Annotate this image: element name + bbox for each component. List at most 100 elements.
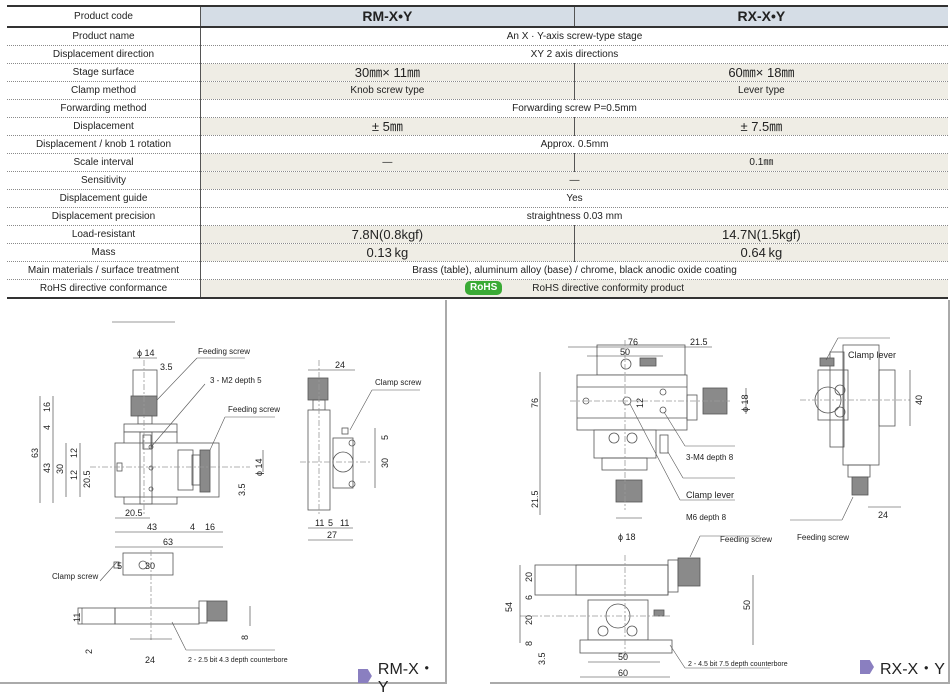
row-label: Sensitivity <box>7 171 201 190</box>
dim: 16 <box>205 522 215 532</box>
dim: 24 <box>145 655 155 665</box>
rx-label-feeding-screw-side: Feeding screw <box>797 533 849 542</box>
rm-label-clamp-screw-side: Clamp screw <box>375 378 421 387</box>
rx-model-label: RX-X・Y <box>880 661 945 678</box>
header-model-rm: RM-X•Y <box>200 5 575 28</box>
row-label: Displacement guide <box>7 189 201 208</box>
row-value-text: Brass (table), aluminum alloy (base) / c… <box>412 265 737 276</box>
row-value-rx: 60㎜× 18㎜ <box>574 63 948 82</box>
dim: 30 <box>55 464 65 474</box>
row-label: Stage surface <box>7 63 201 82</box>
rx-label-clamp-lever: Clamp lever <box>686 490 734 500</box>
rm-label-clamp-screw-bottom: Clamp screw <box>52 572 98 581</box>
row-value-text: An X · Y-axis screw-type stage <box>506 31 643 42</box>
dim: 76 <box>530 398 540 408</box>
drawing-panel-rx: 3-M4 depth 8 Clamp lever M6 depth 8 Clam… <box>490 300 950 684</box>
table-row: Scale interval—0.1㎜ <box>7 153 948 172</box>
row-value-merged: An X · Y-axis screw-type stage <box>200 27 948 46</box>
header-label: Product code <box>7 5 201 28</box>
row-label: RoHS directive conformance <box>7 279 201 299</box>
rm-label-counterbore: 2 - 2.5 bit 4.3 depth counterbore <box>188 657 288 664</box>
dim: 24 <box>878 510 888 520</box>
rm-label-feeding-screw-side: Feeding screw <box>228 405 280 414</box>
rx-label-counterbore: 2 - 4.5 bit 7.5 depth counterbore <box>688 661 788 668</box>
dim: 11 <box>315 518 324 528</box>
dim: ϕ 14 <box>137 348 155 358</box>
row-value-rm: 30㎜× 11㎜ <box>200 63 575 82</box>
dim: 76 <box>628 337 638 347</box>
dim: 12 <box>635 398 645 408</box>
dim: 60 <box>618 668 628 678</box>
dim: 63 <box>163 537 173 547</box>
dim: 30 <box>145 561 155 571</box>
dim: 16 <box>42 402 52 412</box>
row-value-text: Forwarding screw P=0.5mm <box>512 103 637 114</box>
dim: 6 <box>524 595 534 600</box>
row-value-merged: Forwarding screw P=0.5mm <box>200 99 948 118</box>
dim: 8 <box>524 641 534 646</box>
rm-label-holes: 3 - M2 depth 5 <box>210 376 262 385</box>
dim: 20 <box>524 615 534 625</box>
rx-label-feeding-screw-bottom: Feeding screw <box>720 535 772 544</box>
row-value-rm: 7.8N(0.8kgf) <box>200 225 575 244</box>
rx-side-knob <box>851 476 869 496</box>
rohs-badge: RoHS <box>465 281 503 296</box>
row-value-text: Approx. 0.5mm <box>540 139 609 150</box>
row-value-merged: straightness 0.03 mm <box>200 207 948 226</box>
rx-label-m6: M6 depth 8 <box>686 513 727 522</box>
row-label: Product name <box>7 27 201 46</box>
row-value-rm: ± 5㎜ <box>200 117 575 136</box>
dim: 40 <box>914 395 924 405</box>
dim: 5 <box>117 561 122 571</box>
row-value-rx: Lever type <box>574 81 948 100</box>
dim: 24 <box>335 360 345 370</box>
bottom-knob <box>206 600 228 622</box>
rx-label-holes: 3-M4 depth 8 <box>686 453 734 462</box>
row-label: Main materials / surface treatment <box>7 261 201 280</box>
table-row: Displacement direction XY 2 axis directio… <box>7 45 948 64</box>
row-value-text: XY 2 axis directions <box>530 49 619 60</box>
rm-label-feeding-screw-top: Feeding screw <box>198 347 250 356</box>
dim: 50 <box>620 347 630 357</box>
dim: 43 <box>147 522 157 532</box>
row-value-rx: 0.1㎜ <box>574 153 948 172</box>
dim: ϕ 18 <box>740 394 750 412</box>
side-knob <box>307 377 329 401</box>
dim: 54 <box>504 602 514 612</box>
table-row: Displacement± 5㎜± 7.5㎜ <box>7 117 948 136</box>
row-value-merged: Brass (table), aluminum alloy (base) / c… <box>200 261 948 280</box>
dim: 4 <box>42 425 52 430</box>
dim: 27 <box>327 530 337 540</box>
row-value-rx: 14.7N(1.5kgf) <box>574 225 948 244</box>
dim: 21.5 <box>690 337 708 347</box>
dim: ϕ 18 <box>618 532 636 542</box>
dim: 12 <box>69 470 79 480</box>
tag-arrow-icon <box>860 660 874 674</box>
row-value-merged: Yes <box>200 189 948 208</box>
row-label: Displacement precision <box>7 207 201 226</box>
dim: 63 <box>30 448 40 458</box>
table-row: Sensitivity— <box>7 171 948 190</box>
knob-side <box>199 449 211 493</box>
row-value-text: Yes <box>566 193 583 204</box>
dim: 50 <box>742 600 752 610</box>
dim: 5 <box>328 518 333 528</box>
row-label: Displacement / knob 1 rotation <box>7 135 201 154</box>
row-value-merged: Approx. 0.5mm <box>200 135 948 154</box>
row-label: Scale interval <box>7 153 201 172</box>
dim: 2 <box>84 649 94 654</box>
row-label: Displacement direction <box>7 45 201 64</box>
rx-label-clamp-lever-side: Clamp lever <box>848 350 896 360</box>
dim: 20.5 <box>82 470 92 488</box>
dim: 3.5 <box>237 483 247 496</box>
rx-model-tag: RX-X・Y <box>860 655 945 679</box>
row-value-rm: 0.13 kg <box>200 243 575 262</box>
